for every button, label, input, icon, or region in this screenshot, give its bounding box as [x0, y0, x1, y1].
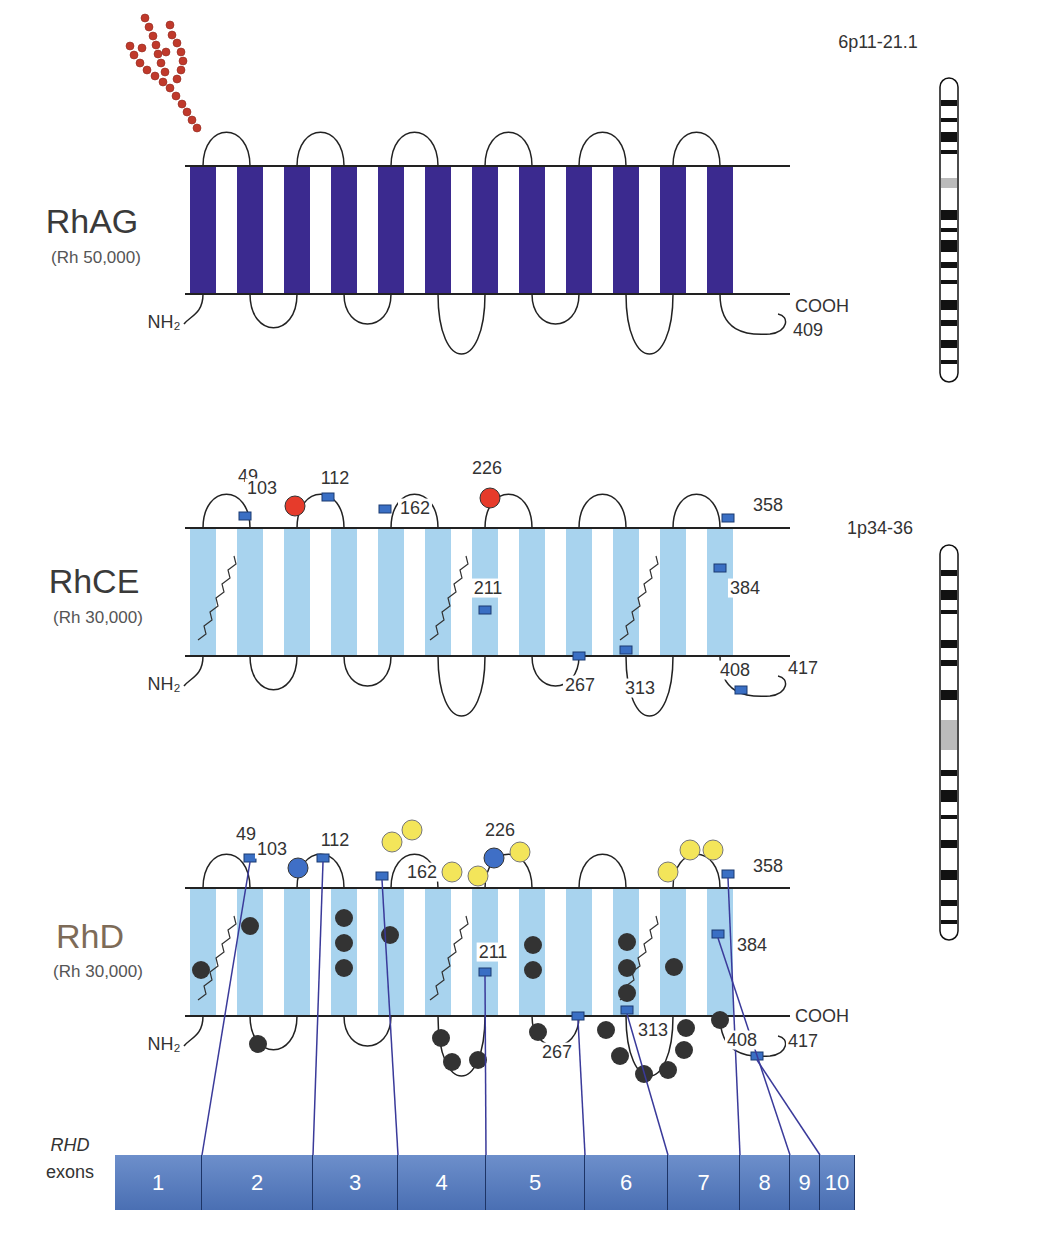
- exon-number: 9: [798, 1170, 810, 1196]
- terminus-label: COOH: [793, 1007, 851, 1026]
- residue-number: 211: [472, 579, 505, 598]
- exon-number: 5: [529, 1170, 541, 1196]
- residue-number: 358: [751, 496, 785, 515]
- residue-number: 267: [540, 1043, 574, 1062]
- residue-number: 358: [751, 857, 785, 876]
- exon-number: 1: [152, 1170, 164, 1196]
- residue-number: 409: [791, 321, 825, 340]
- residue-number: 384: [728, 579, 762, 598]
- exon-box: 2: [202, 1155, 313, 1210]
- exon-box: 8: [740, 1155, 790, 1210]
- exon-number: 8: [758, 1170, 770, 1196]
- exon-box: 7: [668, 1155, 740, 1210]
- exon-box: 5: [486, 1155, 585, 1210]
- protein-name: RhCE: [49, 564, 140, 600]
- exon-number: 7: [697, 1170, 709, 1196]
- axis-label: exons: [46, 1163, 94, 1182]
- residue-number: 103: [255, 840, 289, 859]
- terminus-label: NH₂: [146, 675, 183, 694]
- residue-number: 226: [470, 459, 504, 478]
- residue-number: 417: [786, 659, 820, 678]
- exon-box: 1: [115, 1155, 202, 1210]
- residue-number: 313: [623, 679, 657, 698]
- gene-name: RHD: [51, 1136, 90, 1155]
- locus-label: 6p11-21.1: [836, 33, 920, 52]
- residue-number: 384: [735, 936, 769, 955]
- molecular-weight: (Rh 30,000): [53, 963, 143, 981]
- residue-number: 408: [725, 1031, 759, 1050]
- exon-number: 3: [349, 1170, 361, 1196]
- exon-box: 10: [820, 1155, 855, 1210]
- residue-number: 408: [718, 661, 752, 680]
- exon-box: 6: [585, 1155, 668, 1210]
- residue-number: 112: [319, 831, 352, 850]
- terminus-label: COOH: [793, 297, 851, 316]
- exon-box: 3: [313, 1155, 398, 1210]
- protein-name: RhAG: [46, 204, 139, 240]
- molecular-weight: (Rh 50,000): [51, 249, 141, 267]
- residue-number: 267: [563, 676, 597, 695]
- residue-number: 417: [786, 1032, 820, 1051]
- terminus-label: NH₂: [146, 313, 183, 332]
- residue-number: 162: [405, 863, 439, 882]
- exon-number: 2: [251, 1170, 263, 1196]
- exon-number: 6: [620, 1170, 632, 1196]
- residue-number: 226: [483, 821, 517, 840]
- locus-label: 1p34-36: [845, 519, 915, 538]
- exon-box: 4: [398, 1155, 486, 1210]
- terminus-label: NH₂: [146, 1035, 183, 1054]
- residue-number: 112: [319, 469, 352, 488]
- residue-number: 211: [477, 943, 510, 962]
- residue-number: 162: [398, 499, 432, 518]
- exon-box: 9: [790, 1155, 820, 1210]
- molecular-weight: (Rh 30,000): [53, 609, 143, 627]
- exon-number: 10: [825, 1170, 849, 1196]
- residue-number: 103: [245, 479, 279, 498]
- protein-name: RhD: [56, 919, 124, 955]
- residue-number: 313: [636, 1021, 670, 1040]
- exon-number: 4: [435, 1170, 447, 1196]
